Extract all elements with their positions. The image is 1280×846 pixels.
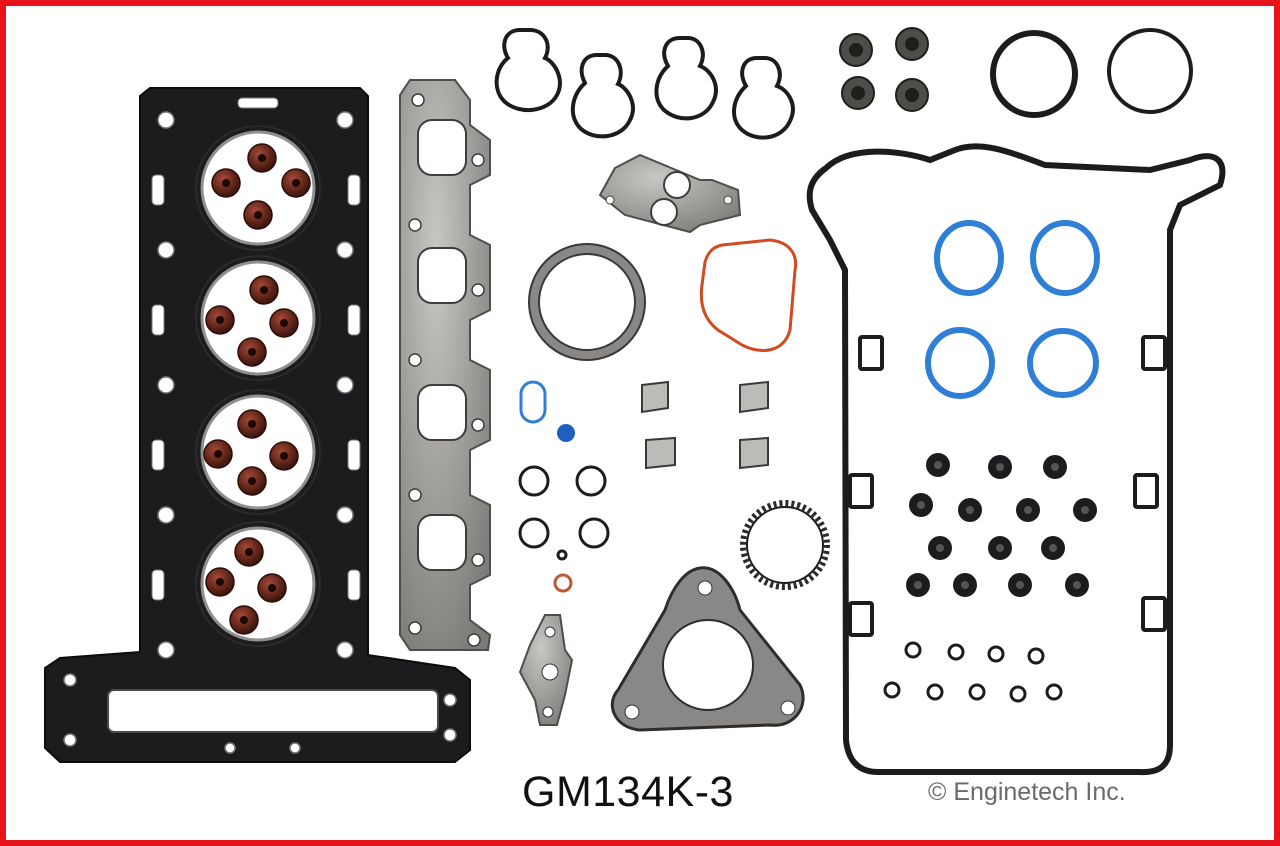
egr-gasket <box>598 153 742 234</box>
valve-cover-gasket <box>806 143 1226 776</box>
tiny-o-rings <box>883 641 1063 703</box>
bypass-plate-gasket <box>518 614 574 726</box>
throttle-body-seal <box>699 238 798 352</box>
intake-port-seals <box>925 220 1100 399</box>
small-o-rings <box>518 465 610 561</box>
large-o-rings <box>990 28 1193 118</box>
ribbed-ring-gasket <box>740 500 830 590</box>
retaining-clips <box>641 380 769 470</box>
exhaust-manifold-gasket <box>399 79 492 651</box>
spark-plug-tube-seals <box>839 27 929 112</box>
cover-bolt-grommets <box>906 453 1097 597</box>
copyright-notice: © Enginetech Inc. <box>928 778 1126 806</box>
blue-plug <box>557 424 575 442</box>
part-number: GM134K-3 <box>522 768 734 816</box>
blue-oval-seal <box>519 380 547 424</box>
coolant-port-gaskets <box>494 28 795 140</box>
exhaust-flange-gasket <box>610 566 805 732</box>
copper-washer <box>553 573 573 593</box>
exhaust-ring-gasket <box>528 243 646 361</box>
